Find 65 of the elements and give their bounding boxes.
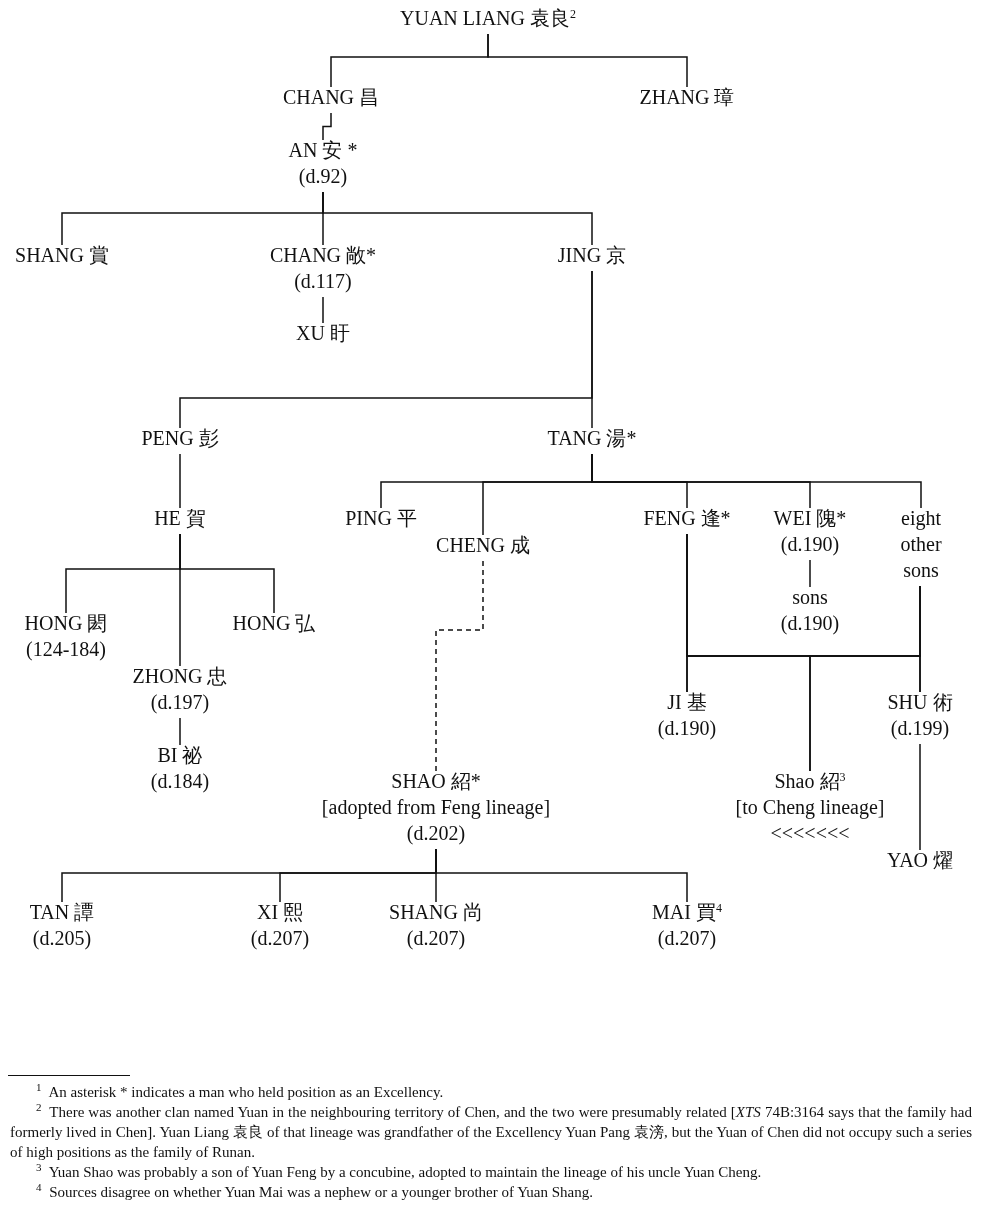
- tree-line: [591, 270, 593, 429]
- person-name: SHAO 紹*: [391, 769, 481, 794]
- person-detail: (d.190): [657, 716, 717, 741]
- tree-line: [919, 585, 921, 693]
- tree-line: [179, 533, 275, 614]
- person-name: CHANG 敞*: [269, 243, 377, 268]
- person-detail: (d.207): [657, 926, 717, 951]
- tree-line: [809, 559, 811, 588]
- person-name: Shao 紹$^{3}$: [774, 769, 846, 794]
- person-detail: (d.184): [150, 769, 210, 794]
- person-name: FENG 逢*: [643, 506, 731, 531]
- person-name: ZHONG 忠: [132, 664, 228, 689]
- tree-line: [322, 191, 593, 246]
- person-name: PING 平: [345, 506, 417, 531]
- person-detail: (d.117): [294, 269, 352, 294]
- person-detail: (d.92): [298, 164, 348, 189]
- person-name: SHU 術: [887, 690, 953, 715]
- person-name: ZHANG 璋: [639, 85, 735, 110]
- person-name: YAO 燿: [886, 848, 954, 873]
- tree-line: [179, 453, 181, 509]
- person-name: TAN 譚: [29, 900, 95, 925]
- person-detail: (124-184): [26, 637, 106, 662]
- person-name: HONG 弘: [232, 611, 316, 636]
- person-detail: (d.207): [250, 926, 310, 951]
- tree-line: [322, 296, 324, 324]
- person-name: JING 京: [557, 243, 627, 268]
- person-name: CHENG 成: [436, 533, 530, 558]
- person-name: XU 盱: [296, 321, 350, 346]
- person-name: YUAN LIANG 袁良$^{2}$: [400, 6, 576, 31]
- person-detail: [adopted from Feng lineage]: [321, 795, 551, 820]
- tree-line: [435, 560, 484, 772]
- person-name: AN 安 *: [288, 138, 358, 163]
- footnote: $^{2}$ There was another clan named Yuan in the neighbouring territory of Chen, and the two were presumably related [XTS 74B:3164 says that the family had formerly lived in Chen]. Yuan Liang 袁良 of that lineage was grandfather of the Excellency Yuan Pang 袁滂, but the Yuan of Chen did not occupy such a series of high positions as the family of Runan.: [10, 1102, 972, 1162]
- person-detail: (d.207): [406, 926, 466, 951]
- tree-line: [591, 453, 922, 509]
- person-detail: [to Cheng lineage]: [735, 795, 885, 820]
- tree-line: [435, 848, 688, 903]
- person-name: eight other sons: [899, 506, 943, 583]
- person-detail: (d.190): [780, 611, 840, 636]
- person-detail: (d.202): [406, 821, 466, 846]
- person-name: PENG 彭: [141, 426, 219, 451]
- tree-line: [322, 112, 332, 141]
- person-name: MAI 買$^{4}$: [652, 900, 722, 925]
- person-detail: (d.199): [890, 716, 950, 741]
- tree-line: [487, 33, 688, 88]
- person-name: JI 基: [667, 690, 707, 715]
- person-name: SHANG 尚: [389, 900, 483, 925]
- person-name: HONG 閎: [24, 611, 108, 636]
- tree-line: [179, 717, 181, 746]
- person-detail: (d.205): [32, 926, 92, 951]
- person-name: BI 祕: [157, 743, 203, 768]
- tree-line: [919, 743, 921, 851]
- person-detail: <<<<<<<: [770, 821, 850, 846]
- person-detail: (d.197): [150, 690, 210, 715]
- person-name: XI 熙: [256, 900, 304, 925]
- footnote: $^{3}$ Yuan Shao was probably a son of Yuan Feng by a concubine, adopted to maintain the lineage of his uncle Yuan Cheng.: [35, 1162, 763, 1182]
- person-name: SHANG 賞: [15, 243, 109, 268]
- person-name: CHANG 昌: [282, 85, 380, 110]
- footnote: $^{1}$ An asterisk * indicates a man who held position as an Excellency.: [35, 1082, 445, 1102]
- person-detail: (d.190): [780, 532, 840, 557]
- footnote: $^{4}$ Sources disagree on whether Yuan Mai was a nephew or a younger brother of Yuan Shang.: [35, 1182, 594, 1202]
- person-name: WEI 隗*: [773, 506, 847, 531]
- person-name: HE 賀: [154, 506, 206, 531]
- person-name: sons: [792, 585, 828, 610]
- person-name: TANG 湯*: [547, 426, 637, 451]
